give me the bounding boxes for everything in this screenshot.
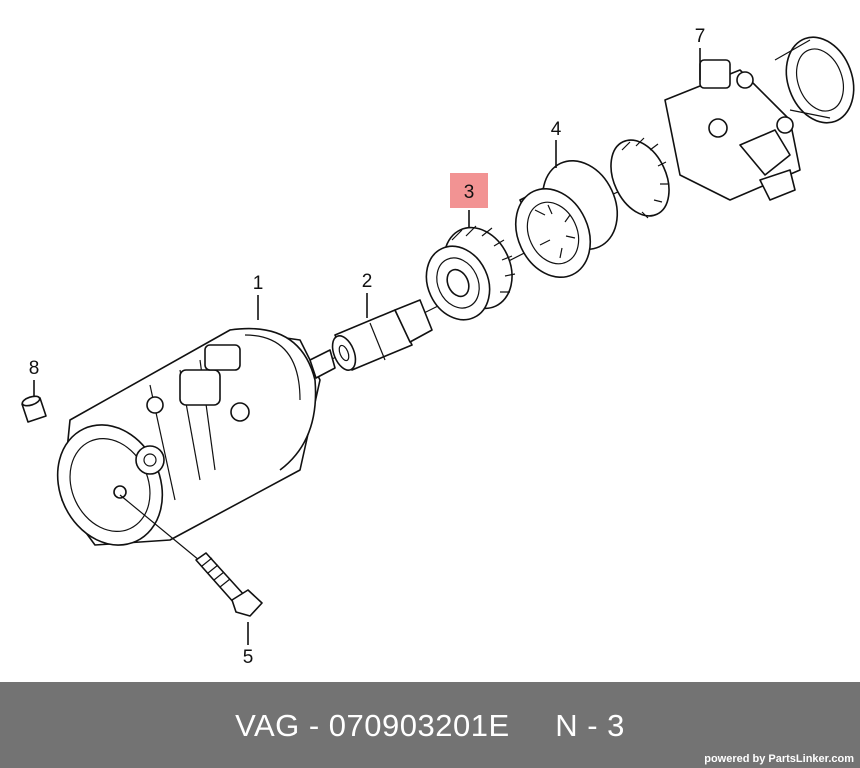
- callout-7: 7: [695, 26, 706, 47]
- part-spline-sleeve: [514, 159, 619, 279]
- callout-5: 5: [243, 647, 254, 668]
- part-label: VAG - 070903201E: [235, 708, 510, 743]
- part-compressor: [56, 327, 336, 546]
- part-number-title: VAG - 070903201E N - 3: [0, 708, 860, 744]
- callout-highlight: [450, 173, 488, 208]
- part-pump-assembly: [610, 36, 855, 219]
- position-label: N - 3: [555, 708, 625, 743]
- exploded-parts-diagram: 1 2 3 4 5 7 8: [21, 26, 855, 668]
- callout-4: 4: [551, 119, 562, 140]
- footer-bar: VAG - 070903201E N - 3 powered by PartsL…: [0, 682, 860, 768]
- callout-2: 2: [362, 271, 373, 292]
- callout-3: 3: [464, 182, 475, 203]
- callout-1: 1: [253, 273, 264, 294]
- part-bolt: [119, 494, 263, 617]
- part-cap: [21, 395, 47, 423]
- part-shaft-coupler: [331, 299, 433, 371]
- powered-by-link[interactable]: powered by PartsLinker.com: [704, 753, 854, 765]
- callout-8: 8: [29, 358, 40, 379]
- part-gear-bearing: [425, 225, 516, 321]
